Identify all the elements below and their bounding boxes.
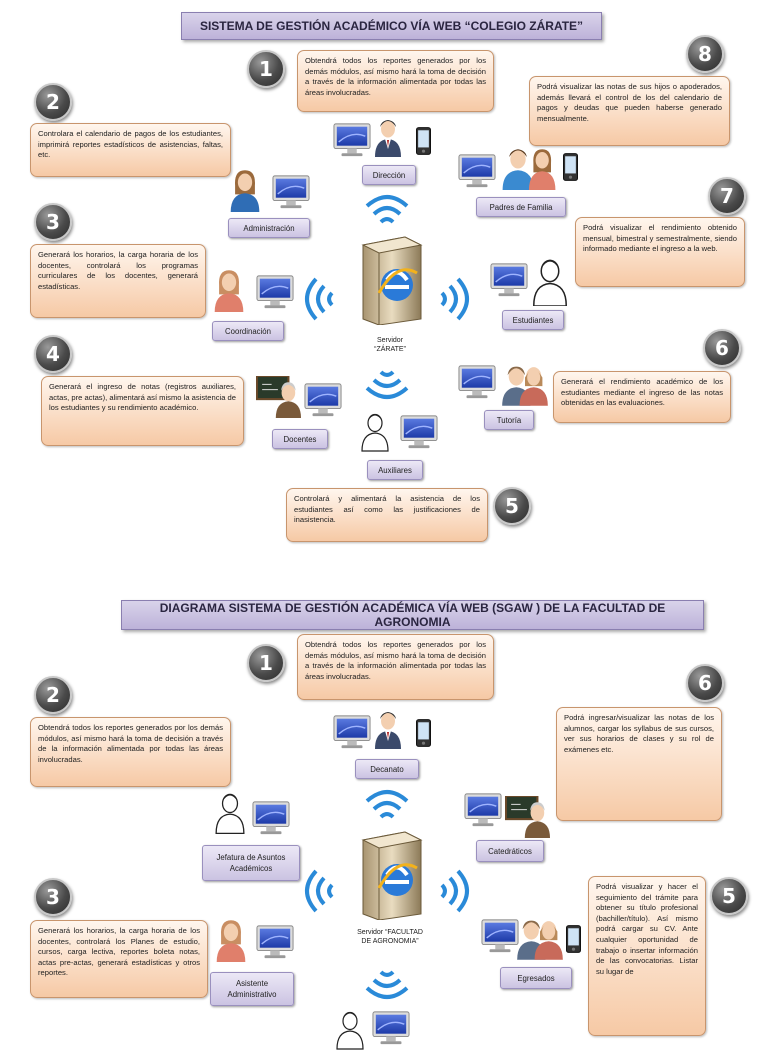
note-6: Generará el rendimiento académico de los… bbox=[553, 371, 731, 423]
note-5: Podrá visualizar y hacer el seguimiento … bbox=[588, 876, 706, 1036]
badge-3: 3 bbox=[34, 203, 72, 241]
wifi-waves-up-icon bbox=[362, 192, 412, 232]
note-7: Podrá visualizar el rendimiento obtenido… bbox=[575, 217, 745, 287]
badge-3: 3 bbox=[34, 878, 72, 916]
person-icon bbox=[214, 790, 246, 834]
monitor-icon bbox=[252, 800, 290, 836]
phone-icon bbox=[416, 126, 431, 156]
note-2: Obtendrá todos los reportes generados po… bbox=[30, 717, 231, 787]
server-label: Servidor “ZÁRATE” bbox=[350, 336, 430, 354]
woman-icon bbox=[212, 268, 246, 312]
monitor-icon bbox=[400, 414, 438, 450]
note-3: Generará los horarios, la carga horaria … bbox=[30, 244, 206, 318]
person-icon bbox=[360, 410, 390, 452]
wifi-waves-down-icon bbox=[362, 362, 412, 402]
badge-5: 5 bbox=[493, 487, 531, 525]
note-8: Podrá visualizar las notas de sus hijos … bbox=[529, 76, 730, 146]
graduates-icon bbox=[515, 916, 565, 960]
wifi-waves-left-icon bbox=[302, 866, 342, 916]
wifi-waves-down-icon bbox=[362, 962, 412, 1002]
server-label: Servidor “FACULTAD DE AGRONOMIA” bbox=[340, 928, 440, 946]
monitor-icon bbox=[490, 262, 528, 298]
label-catedraticos: Catedráticos bbox=[476, 840, 544, 862]
monitor-icon bbox=[458, 364, 496, 400]
badge-1: 1 bbox=[247, 644, 285, 682]
server-icon bbox=[355, 830, 425, 920]
server-label-line2: DE AGRONOMIA” bbox=[361, 938, 419, 945]
person-icon bbox=[335, 1008, 365, 1050]
label-direccion: Dirección bbox=[362, 165, 416, 185]
wifi-waves-right-icon bbox=[432, 274, 472, 324]
label-auxiliares: Auxiliares bbox=[367, 460, 423, 480]
person-icon bbox=[373, 116, 403, 158]
label-padres: Padres de Familia bbox=[476, 197, 566, 217]
monitor-icon bbox=[333, 714, 371, 750]
badge-2: 2 bbox=[34, 676, 72, 714]
monitor-icon bbox=[458, 153, 496, 189]
phone-icon bbox=[566, 924, 581, 954]
phone-icon bbox=[416, 718, 431, 748]
note-1: Obtendrá todos los reportes generados po… bbox=[297, 50, 494, 112]
wifi-waves-right-icon bbox=[432, 866, 472, 916]
badge-1: 1 bbox=[247, 50, 285, 88]
wifi-waves-up-icon bbox=[362, 787, 412, 827]
monitor-icon bbox=[333, 122, 371, 158]
server-label-line2: “ZÁRATE” bbox=[374, 346, 406, 353]
monitor-icon bbox=[304, 382, 342, 418]
label-decanato: Decanato bbox=[355, 759, 419, 779]
teacher-icon bbox=[256, 376, 304, 418]
diagram2-title: DIAGRAMA SISTEMA DE GESTIÓN ACADÉMICA VÍ… bbox=[121, 600, 704, 630]
diagram1-title: SISTEMA DE GESTIÓN ACADÉMICO VÍA WEB “CO… bbox=[181, 12, 602, 40]
woman-icon bbox=[214, 918, 248, 962]
note-5: Controlará y alimentará la asistencia de… bbox=[286, 488, 488, 542]
label-docentes: Docentes bbox=[272, 429, 328, 449]
note-6: Podrá ingresar/visualizar las notas de l… bbox=[556, 707, 722, 821]
monitor-icon bbox=[272, 174, 310, 210]
badge-2: 2 bbox=[34, 83, 72, 121]
student-icon bbox=[530, 256, 570, 306]
label-egresados: Egresados bbox=[500, 967, 572, 989]
label-coordinacion: Coordinación bbox=[212, 321, 284, 341]
badge-8: 8 bbox=[686, 35, 724, 73]
server-label-line1: Servidor “FACULTAD bbox=[357, 929, 423, 936]
label-estudiantes: Estudiantes bbox=[502, 310, 564, 330]
label-asistente: Asistente Administrativo bbox=[210, 972, 294, 1006]
tutors-icon bbox=[500, 362, 550, 406]
server-label-line1: Servidor bbox=[376, 337, 404, 344]
wifi-waves-left-icon bbox=[302, 274, 342, 324]
monitor-icon bbox=[256, 924, 294, 960]
label-jefatura: Jefatura de Asuntos Académicos bbox=[202, 845, 300, 881]
note-3: Generará los horarios, la carga horaria … bbox=[30, 920, 208, 998]
note-2: Controlara el calendario de pagos de los… bbox=[30, 123, 231, 177]
parents-icon bbox=[500, 146, 558, 190]
note-1: Obtendrá todos los reportes generados po… bbox=[297, 634, 494, 700]
teacher-icon bbox=[505, 796, 553, 838]
badge-4: 4 bbox=[34, 335, 72, 373]
monitor-icon bbox=[256, 274, 294, 310]
phone-icon bbox=[563, 152, 578, 182]
server-icon bbox=[355, 235, 425, 325]
person-icon bbox=[373, 708, 403, 750]
woman-icon bbox=[228, 168, 262, 212]
badge-5: 5 bbox=[710, 877, 748, 915]
monitor-icon bbox=[372, 1010, 410, 1046]
label-administracion: Administración bbox=[228, 218, 310, 238]
badge-7: 7 bbox=[708, 177, 746, 215]
monitor-icon bbox=[481, 918, 519, 954]
note-4: Generará el ingreso de notas (registros … bbox=[41, 376, 244, 446]
monitor-icon bbox=[464, 792, 502, 828]
badge-6: 6 bbox=[686, 664, 724, 702]
label-tutoria: Tutoría bbox=[484, 410, 534, 430]
badge-6: 6 bbox=[703, 329, 741, 367]
